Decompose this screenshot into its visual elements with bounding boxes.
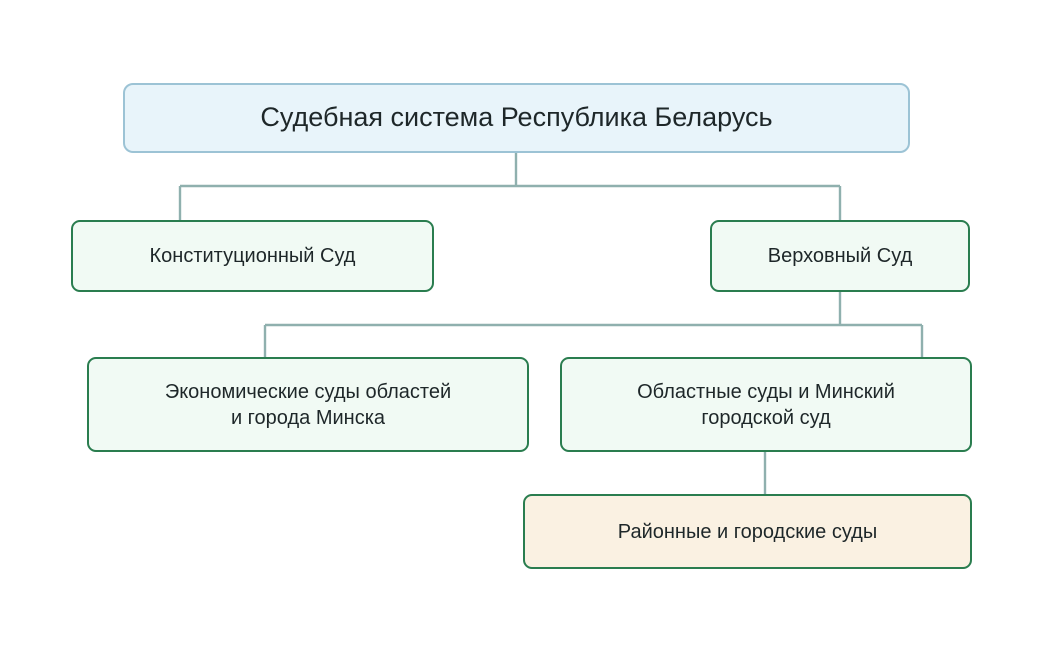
node-label-regional-courts: Областные суды и Минский городской суд: [637, 380, 895, 429]
node-regional-courts[interactable]: Областные суды и Минский городской суд: [560, 357, 972, 452]
node-label-economic-courts: Экономические суды областей и города Мин…: [164, 380, 452, 429]
node-district-city-courts[interactable]: Районные и городские суды: [523, 494, 972, 569]
node-label-supreme-court: Верховный Суд: [767, 245, 913, 267]
node-supreme-court[interactable]: Верховный Суд: [710, 220, 970, 292]
node-judicial-system-root[interactable]: Судебная система Республика Беларусь: [123, 83, 910, 153]
node-constitutional-court[interactable]: Конституционный Суд: [71, 220, 434, 292]
node-label-judicial-system-root: Судебная система Республика Беларусь: [260, 102, 773, 133]
node-label-district-city-courts: Районные и городские суды: [617, 520, 878, 543]
node-economic-courts[interactable]: Экономические суды областей и города Мин…: [87, 357, 529, 452]
node-label-constitutional-court: Конституционный Суд: [149, 245, 356, 267]
